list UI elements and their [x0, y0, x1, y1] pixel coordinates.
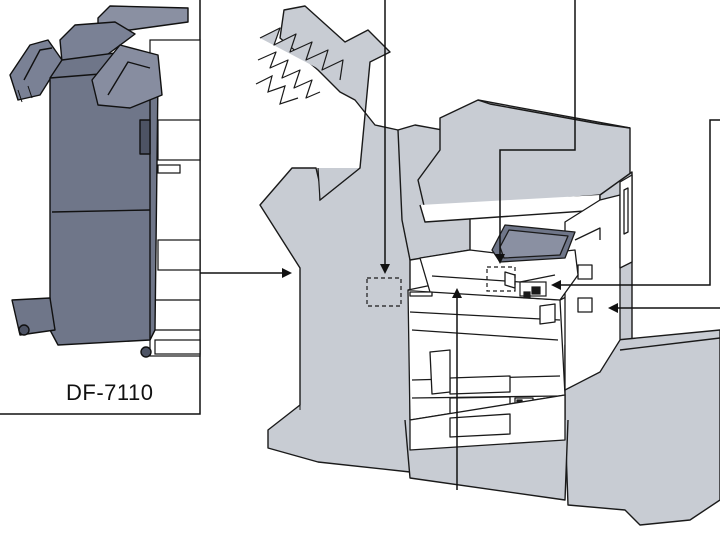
- callout-arrows: [380, 0, 720, 490]
- finisher-body: [9, 5, 189, 358]
- arrow-to-center-target: [495, 0, 576, 264]
- center-dashed-target: [486, 266, 516, 292]
- model-label: DF-7110: [66, 380, 153, 405]
- finisher-silhouette: [255, 5, 441, 473]
- control-panel: [491, 224, 576, 289]
- arrow-to-power-switch: [551, 119, 720, 290]
- finisher-inset: DF-7110: [0, 0, 201, 415]
- left-dashed-target: [366, 277, 402, 307]
- power-switch: [519, 281, 547, 299]
